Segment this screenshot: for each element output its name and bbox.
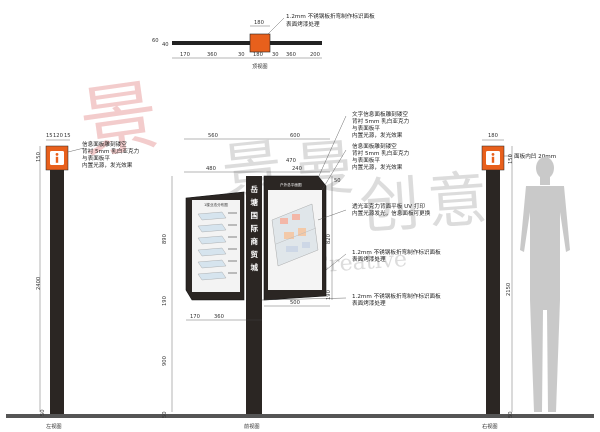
top-view-caption: 顶视图 (252, 62, 268, 70)
front-title-panel (246, 176, 262, 292)
title-char: 国 (251, 210, 259, 220)
top-view-note-2: 表面烤漆处理 (286, 20, 320, 28)
left-dim-top-2: 120 (53, 133, 63, 139)
left-note-3: 与表面板平 (82, 154, 110, 162)
front-note-1-line-2: 背衬 5mm 乳白亚克力 (352, 117, 410, 125)
top-view-dim-width: 180 (254, 20, 264, 26)
top-dim-5: 30 (272, 52, 279, 58)
front-left-panel-title: 1楼业态分布图 (204, 202, 228, 207)
top-view-panel (249, 33, 271, 53)
top-dim-2: 360 (207, 52, 217, 58)
title-char: 际 (251, 224, 259, 233)
front-dim-top2-1: 480 (206, 166, 216, 172)
left-dim-top-1: 15 (46, 133, 53, 139)
right-post (486, 170, 500, 414)
front-view-caption: 前视图 (244, 422, 260, 430)
front-dim-top2-2: 470 (286, 158, 296, 164)
front-note-2-line-1: 信息面板雕刻镂空 (352, 142, 397, 150)
title-char: 商 (251, 236, 259, 246)
front-dim-left-3: 900 (162, 356, 168, 366)
front-dim-left-2: 190 (162, 296, 168, 306)
front-note-3-line-1: 透光亚克力背面平板 UV 打印 (352, 202, 425, 210)
front-note-1-line-1: 文字信息面板雕刻镂空 (352, 110, 408, 118)
front-dim-bottom-3: 500 (290, 300, 300, 306)
left-view: 15 120 15 150 2400 50 信息面板雕刻镂空 背衬 5mm 乳白… (36, 133, 140, 430)
right-dim-1: 150 (508, 154, 514, 164)
title-char: 城 (251, 262, 259, 272)
watermark: 景 景 曼 创 意 Creative (74, 71, 489, 279)
left-dim-height: 2400 (36, 277, 42, 290)
front-dim-top2-3: 240 (292, 166, 302, 172)
human-figure (520, 157, 570, 412)
top-dim-6: 360 (286, 52, 296, 58)
info-icon (50, 151, 64, 165)
front-note-4-line-2: 表面烤漆处理 (352, 255, 386, 263)
title-char: 贸 (251, 249, 259, 259)
top-dim-side-2: 40 (162, 42, 169, 48)
top-dim-4: 180 (253, 52, 263, 58)
info-icon (486, 151, 500, 165)
front-note-2-line-2: 背衬 5mm 乳白亚克力 (352, 149, 410, 157)
right-view: 180 面板内凹 20mm 150 2150 50 右视图 (481, 133, 556, 430)
left-post (50, 170, 64, 414)
front-note-4-line-1: 1.2mm 不锈钢板折弯制作标识面板 (352, 248, 441, 256)
front-dim-bottom-1: 170 (190, 314, 200, 320)
right-note: 面板内凹 20mm (514, 152, 556, 160)
front-dim-left-4: 50 (162, 411, 168, 418)
left-dim-bottom: 50 (40, 409, 46, 416)
front-note-5-line-2: 表面烤漆处理 (352, 299, 386, 307)
left-dim-top-3: 15 (64, 133, 71, 139)
top-dim-1: 170 (180, 52, 190, 58)
site-plan (271, 203, 319, 267)
left-note-4: 内置光源，发光效果 (82, 161, 133, 169)
left-dim-side-top: 150 (36, 152, 42, 162)
front-dim-bottom-2: 360 (214, 314, 224, 320)
left-view-caption: 左视图 (46, 422, 62, 430)
front-note-1-line-4: 内置光源，发光效果 (352, 131, 403, 139)
right-dim-3: 50 (508, 411, 514, 418)
front-note-2-line-4: 内置光源，发光效果 (352, 163, 403, 171)
front-dim-top-1: 560 (208, 133, 218, 139)
front-note-1-line-3: 与表面板平 (352, 124, 380, 132)
watermark-char-3: 创 (357, 169, 422, 243)
front-dim-right-3: 190 (326, 290, 332, 300)
right-view-caption: 右视图 (482, 422, 498, 430)
top-view-note-1: 1.2mm 不锈钢板折弯制作标识面板 (286, 12, 375, 20)
ground-line (6, 414, 594, 418)
title-char: 岳 (251, 184, 259, 194)
top-dim-7: 200 (310, 52, 320, 58)
front-dim-right-1: 50 (334, 178, 341, 184)
top-dim-3: 30 (238, 52, 245, 58)
left-note-2: 背衬 5mm 乳白亚克力 (82, 147, 140, 155)
front-dim-right-2: 820 (326, 234, 332, 244)
left-note-1: 信息面板雕刻镂空 (82, 140, 127, 148)
right-dim-2: 2150 (506, 283, 512, 296)
right-dim-top: 180 (488, 133, 498, 139)
title-char: 塘 (251, 197, 259, 207)
front-note-3-line-2: 内置光源发光，信息面板可更换 (352, 209, 431, 217)
watermark-char-4: 意 (425, 164, 490, 238)
watermark-seal: 景 (74, 71, 164, 171)
front-note-5-line-1: 1.2mm 不锈钢板折弯制作标识面板 (352, 292, 441, 300)
front-dim-top-2: 600 (290, 133, 300, 139)
top-dim-side-1: 60 (152, 38, 159, 44)
front-right-panel-title: 户外总平面图 (280, 182, 302, 187)
top-view: 180 170 360 30 180 30 360 200 60 40 1.2m… (152, 12, 375, 70)
front-dim-left-1: 890 (162, 234, 168, 244)
front-note-2-line-3: 与表面板平 (352, 156, 380, 164)
floor-diagram (197, 211, 237, 281)
